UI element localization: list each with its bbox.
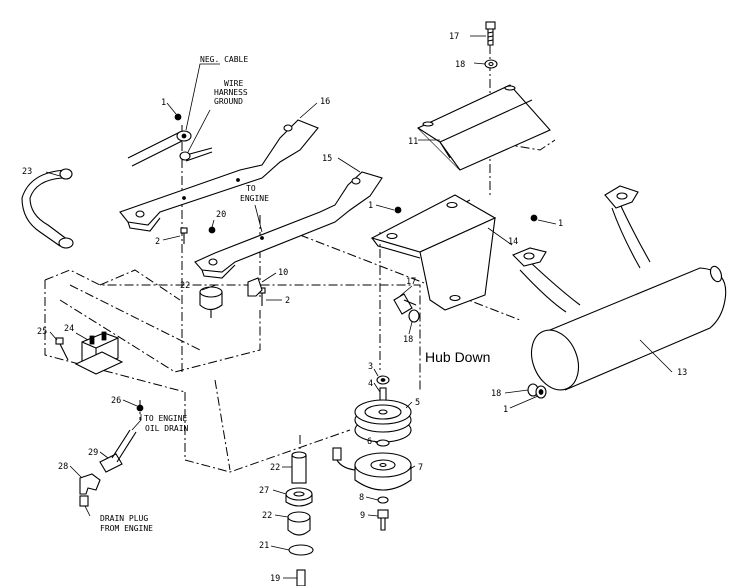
- heat-shield-14: [370, 194, 538, 311]
- part-number: 6: [367, 437, 372, 447]
- muffler-13: [512, 185, 727, 391]
- part-number: 22: [262, 511, 272, 521]
- solenoid-24: [74, 331, 124, 375]
- washer-8: [377, 496, 389, 504]
- part-number: 4: [368, 379, 373, 389]
- callout-drain-plug-2: FROM ENGINE: [100, 524, 153, 533]
- part-number: 29: [88, 448, 98, 458]
- bolt-19: [296, 569, 306, 586]
- part-number: 21: [259, 541, 269, 551]
- part-number: 20: [216, 210, 226, 220]
- part-number: 25: [37, 327, 47, 337]
- part-number: 18: [491, 389, 501, 399]
- part-number: 23: [22, 167, 32, 177]
- bolt-17-top: [485, 21, 496, 46]
- callout-to-engine-1: TO: [246, 184, 256, 193]
- part-number: 8: [359, 493, 364, 503]
- part-number: 18: [403, 335, 413, 345]
- part-number: 14: [508, 237, 518, 247]
- washer-nut-muffler: [527, 383, 547, 399]
- bolt-9: [377, 509, 389, 531]
- part-number: 1: [558, 219, 563, 229]
- part-number: 16: [320, 97, 330, 107]
- hose-23: [21, 168, 74, 249]
- part-number: 17: [406, 277, 416, 287]
- part-number: 19: [270, 574, 280, 584]
- part-number: 13: [677, 368, 687, 378]
- spacer-22-tube: [291, 451, 307, 484]
- shield-11: [417, 84, 551, 171]
- fitting-26: [136, 404, 144, 412]
- part-number: 26: [111, 396, 121, 406]
- part-number: 15: [322, 154, 332, 164]
- negative-cable: [127, 130, 213, 167]
- part-number: 22: [180, 281, 190, 291]
- part-number: 11: [408, 137, 418, 147]
- drain-plug: [79, 495, 89, 507]
- part-number: 17: [449, 32, 459, 42]
- part-number: 1: [368, 201, 373, 211]
- part-number: 10: [278, 268, 288, 278]
- callout-wire-harness-3: GROUND: [214, 97, 243, 106]
- bolt-25: [55, 337, 69, 361]
- callout-wire-harness-2: HARNESS: [214, 88, 248, 97]
- part-number: 2: [155, 237, 160, 247]
- clip-10: [247, 277, 263, 297]
- part-number: 2: [285, 296, 290, 306]
- part-number: 18: [455, 60, 465, 70]
- callout-to-engine-oil-2: OIL DRAIN: [145, 424, 189, 433]
- part-number: 22: [270, 463, 280, 473]
- diagram-title: Hub Down: [425, 349, 490, 365]
- callout-to-engine-oil-1: TO ENGINE: [144, 414, 188, 423]
- part-number: 27: [259, 486, 269, 496]
- part-number: 5: [415, 398, 420, 408]
- part-number: 9: [360, 511, 365, 521]
- part-number: 1: [503, 405, 508, 415]
- bolt-17-side: [393, 293, 420, 323]
- fasteners-left: [174, 113, 266, 306]
- callout-neg-cable: NEG. CABLE: [200, 55, 248, 64]
- washer-18-top: [484, 59, 498, 69]
- clutch-7: [332, 447, 412, 491]
- callout-wire-harness-1: WIRE: [224, 79, 243, 88]
- elbow-28: [79, 473, 101, 495]
- isolator-22-upper: [199, 286, 223, 318]
- leader-lines: [45, 35, 673, 579]
- part-number: 28: [58, 462, 68, 472]
- part-number: 7: [418, 463, 423, 473]
- callout-to-engine-2: ENGINE: [240, 194, 269, 203]
- bracket-16: [119, 119, 319, 232]
- part-number: 3: [368, 362, 373, 372]
- pulley-5: [354, 399, 412, 443]
- bracket-15: [194, 171, 383, 279]
- callout-drain-plug-1: DRAIN PLUG: [100, 514, 148, 523]
- nut-3: [376, 375, 390, 385]
- washer-21: [288, 544, 314, 556]
- isolator-27: [285, 487, 313, 507]
- part-number: 24: [64, 324, 74, 334]
- isolator-22-lower: [287, 511, 311, 536]
- spacer-6: [376, 439, 390, 447]
- engine-plate-outline: [44, 269, 421, 473]
- part-number: 1: [161, 98, 166, 108]
- drain-hose-29: [99, 429, 137, 473]
